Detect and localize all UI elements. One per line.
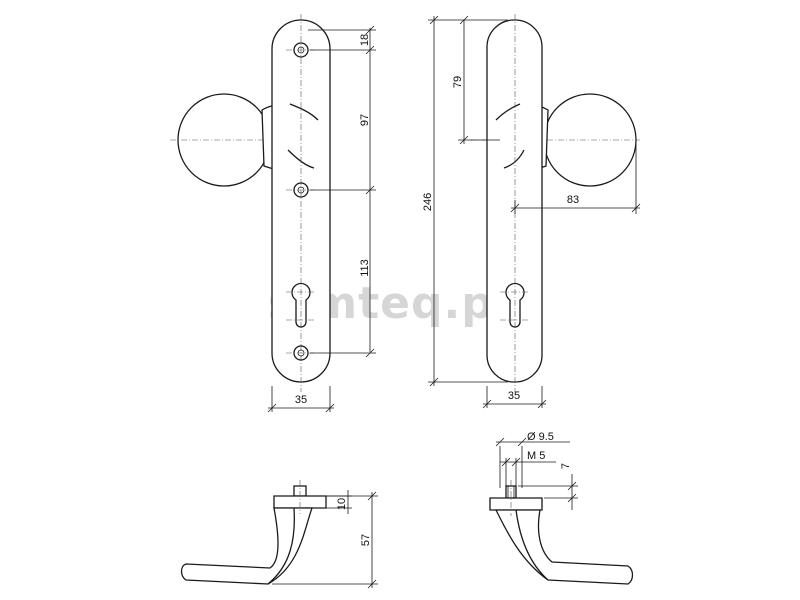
dim-thread-length: 7 (560, 463, 572, 469)
dim-knob-height: 79 (452, 76, 464, 88)
front-view: 18 97 113 35 (170, 14, 376, 413)
dim-plate-width-side: 35 (508, 390, 520, 402)
lever-side-view: Ø 9.5 M 5 7 (489, 431, 634, 585)
dim-plate-length: 246 (422, 193, 434, 211)
side-knob (543, 93, 637, 187)
front-knob (177, 93, 271, 187)
side-plate (486, 19, 543, 383)
lever-side-collar (489, 497, 543, 511)
dim-plate-width-front: 35 (295, 394, 307, 406)
lever-side-arm (494, 509, 634, 585)
dim-bolt-diameter: Ø 9.5 (527, 431, 554, 443)
lever-front-view: 10 57 (180, 480, 378, 589)
dim-lever-collar: 10 (336, 498, 348, 510)
dim-thread: M 5 (527, 450, 545, 462)
dim-knob-to-hole: 97 (359, 114, 371, 126)
side-view: 246 79 83 35 (422, 14, 641, 409)
side-cylinder-cutout (505, 282, 525, 328)
dim-knob-projection: 83 (567, 194, 579, 206)
dim-hole-to-hole: 113 (359, 259, 371, 277)
front-cylinder-cutout (291, 282, 311, 328)
dim-top-hole-offset: 18 (359, 34, 371, 46)
lever-front-arm (180, 507, 313, 585)
dim-lever-drop: 57 (360, 534, 372, 546)
